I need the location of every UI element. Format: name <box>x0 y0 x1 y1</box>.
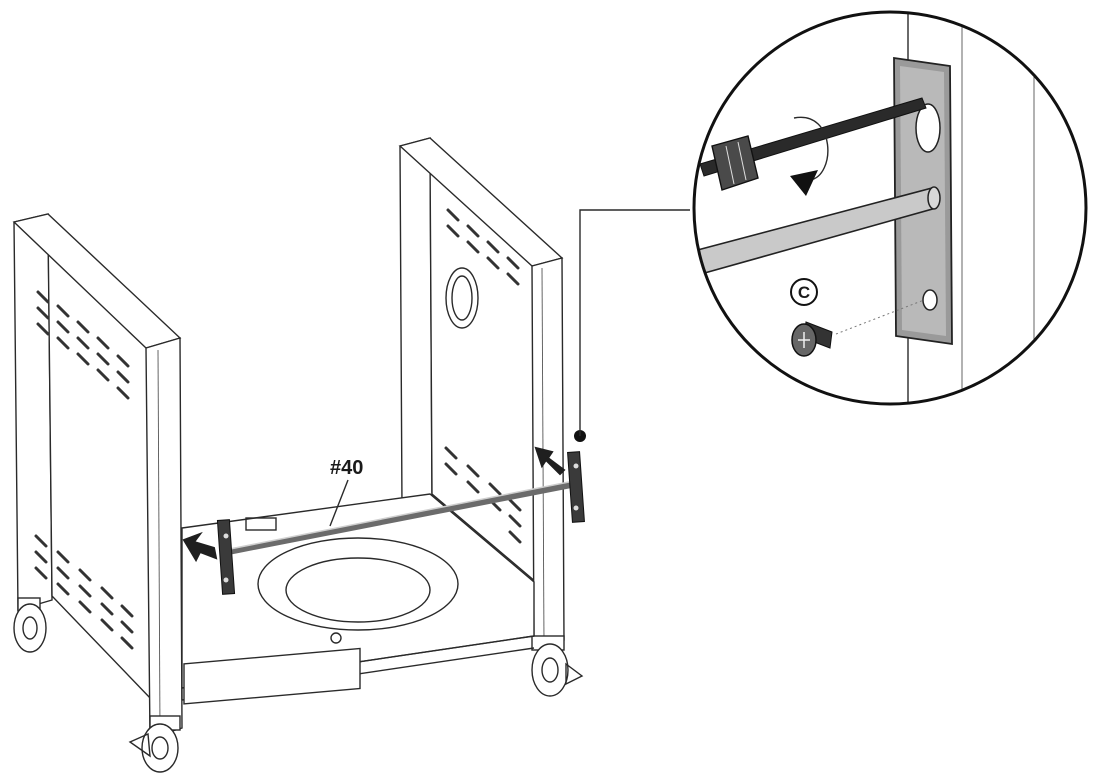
left-rear-caster <box>13 597 47 653</box>
grease-tray-opening <box>257 537 459 631</box>
rotation-arrow-head <box>790 170 818 196</box>
right-insert-arrow <box>534 446 566 476</box>
left-bracket <box>216 519 236 595</box>
callout-letter-label: C <box>798 283 810 302</box>
right-front-caster <box>531 635 584 697</box>
detail-screwdriver <box>699 97 927 177</box>
left-front-caster <box>128 715 181 773</box>
right-side-panel <box>398 137 584 697</box>
detail-magnifier: C <box>692 10 1088 406</box>
callout-letter-badge <box>790 278 818 306</box>
right-bracket <box>567 451 585 523</box>
right-upper-vents <box>446 208 520 286</box>
rotation-arrow <box>793 116 829 181</box>
side-burner-port <box>445 267 479 329</box>
detail-screw-path <box>835 299 925 335</box>
cross-bar-40 <box>225 480 579 555</box>
left-upper-vents <box>36 290 130 400</box>
left-side-panel <box>12 213 183 773</box>
left-lower-vents <box>34 534 134 650</box>
left-insert-arrow <box>182 531 218 563</box>
callout-connector <box>574 209 690 442</box>
part-leader-line <box>329 479 349 527</box>
part-number-label: #40 <box>330 457 363 479</box>
detail-screw-c <box>791 321 833 357</box>
